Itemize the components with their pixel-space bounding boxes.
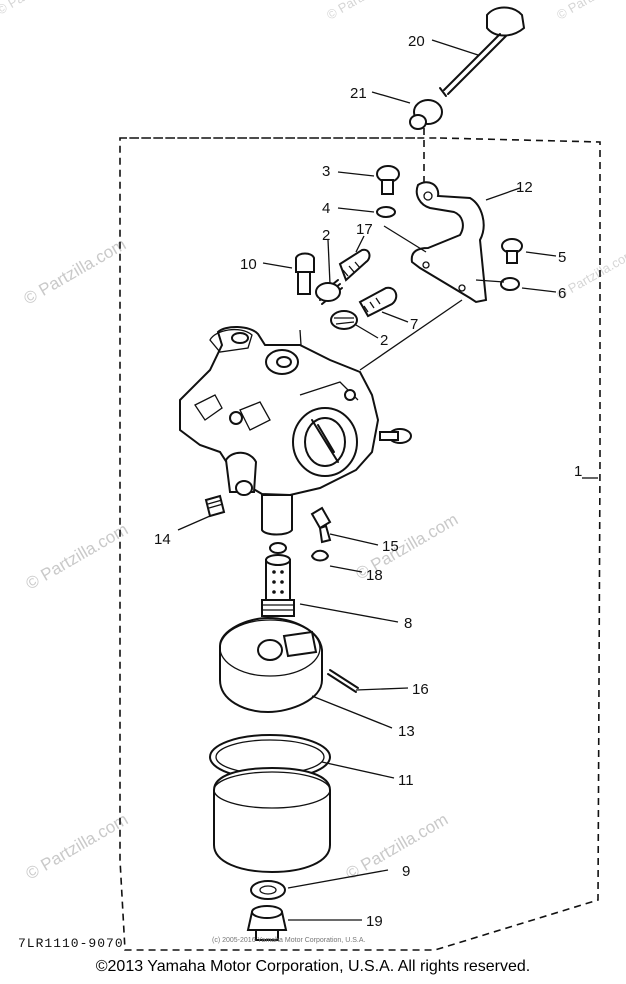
drain-washer-part [250, 880, 286, 900]
carburetor-body [179, 326, 380, 536]
leader-line [337, 171, 375, 177]
drain-plug-part [246, 905, 288, 941]
callout-label: 5 [558, 249, 566, 266]
callout-label: 15 [382, 538, 399, 555]
assembly-frame [119, 137, 601, 951]
washer-part [500, 277, 520, 291]
leader-line [355, 324, 379, 339]
float-bowl-part [213, 766, 331, 874]
callout-label: 2 [322, 227, 330, 244]
leader-line [329, 565, 363, 573]
leader-line [287, 869, 389, 889]
callout-label: 12 [516, 179, 533, 196]
footer-copyright: ©2013 Yamaha Motor Corporation, U.S.A. A… [95, 958, 531, 975]
throttle-screw-part [358, 286, 398, 318]
leader-line [321, 761, 395, 779]
part-code: 7LR1110-9070 [18, 936, 124, 951]
watermark: © Partzilla.com [21, 235, 130, 309]
leader-line [355, 235, 365, 253]
callout-label: 2 [380, 332, 388, 349]
leader-line [431, 39, 479, 56]
leader-line [262, 262, 293, 269]
spring-part [330, 310, 358, 330]
callout-label: 7 [410, 316, 418, 333]
leader-line [299, 603, 399, 623]
choke-lever-part [410, 181, 488, 304]
screw-part [501, 238, 523, 264]
callout-label: 13 [398, 723, 415, 740]
leader-line [177, 515, 211, 531]
leader-line [327, 239, 331, 285]
callout-label: 20 [408, 33, 425, 50]
clip-part [311, 549, 329, 562]
callout-label: 1 [574, 463, 582, 480]
choke-knob-part [439, 6, 526, 97]
spring-part [315, 279, 343, 305]
idle-screw-part [338, 248, 371, 282]
callout-label: 17 [356, 221, 373, 238]
needle-valve-part [310, 506, 332, 544]
pilot-screw-part [295, 252, 315, 295]
callout-label: 11 [398, 772, 414, 789]
watermark: © Partzilla.com [343, 810, 452, 884]
watermark: © Partzilla.com [23, 810, 132, 884]
callout-label: 14 [154, 531, 171, 548]
callout-label: 21 [350, 85, 367, 102]
leader-line [311, 695, 393, 729]
watermark: © Partzilla.com [324, 0, 407, 23]
small-copyright: (c) 2005-2016 Yamaha Motor Corporation, … [212, 937, 365, 944]
float-pin-part [327, 669, 359, 693]
watermark: © Partzilla.com [0, 0, 77, 18]
main-jet-part [204, 494, 226, 518]
callout-label: 18 [366, 567, 383, 584]
callout-label: 3 [322, 163, 330, 180]
emulsion-tube-part [261, 542, 295, 617]
leader-line [383, 225, 427, 253]
callout-label: 9 [402, 863, 410, 880]
callout-label: 6 [558, 285, 566, 302]
watermark: © Partzilla.com [23, 520, 132, 594]
watermark: © Partzilla.com [554, 0, 626, 23]
leader-line [359, 299, 463, 371]
leader-line [525, 251, 557, 257]
leader-line [381, 311, 409, 323]
leader-line [355, 687, 409, 691]
leader-line [485, 187, 521, 201]
callout-label: 16 [412, 681, 429, 698]
float-part [219, 616, 323, 714]
washer-part [376, 206, 396, 218]
leader-line [475, 279, 505, 283]
leader-line [329, 533, 379, 546]
leader-line [337, 207, 375, 213]
leader-line [521, 287, 557, 293]
callout-label: 4 [322, 200, 330, 217]
leader-line [371, 91, 411, 104]
grommet-part [409, 99, 443, 130]
callout-label: 19 [366, 913, 383, 930]
screw-part [376, 165, 400, 195]
callout-label: 8 [404, 615, 412, 632]
callout-label: 10 [240, 256, 257, 273]
screw-part [379, 428, 412, 444]
